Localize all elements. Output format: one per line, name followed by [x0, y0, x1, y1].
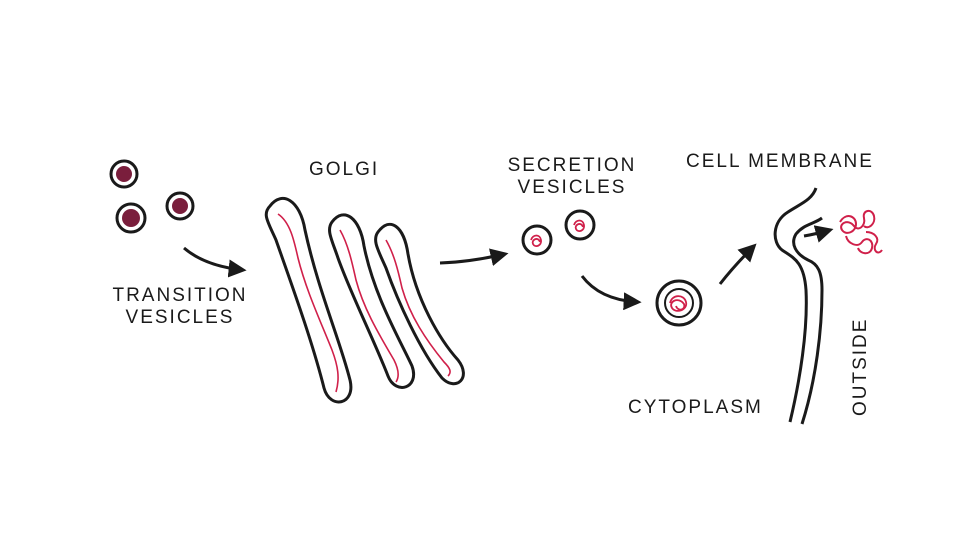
- secretion-label-line2: VESICLES: [517, 177, 627, 198]
- arrow-release: [803, 225, 834, 243]
- released-protein: [839, 210, 883, 255]
- secretion-label-line1: SECRETION: [507, 155, 637, 176]
- arrow-to-mature-vesicle: [580, 275, 642, 311]
- transition-label-line1: TRANSITION: [112, 285, 248, 306]
- golgi-cisterna: [374, 222, 465, 386]
- cell-membrane: [773, 187, 824, 425]
- transition-vesicle: [109, 159, 139, 189]
- secretion-vesicles-label: SECRETION VESICLES: [492, 155, 652, 199]
- transition-vesicle: [165, 191, 195, 221]
- arrow-to-golgi: [183, 246, 247, 278]
- transition-vesicle: [115, 202, 147, 234]
- secretion-vesicle: [521, 224, 553, 256]
- outside-label: OUTSIDE: [850, 317, 871, 416]
- golgi-cisterna: [264, 196, 353, 404]
- transition-vesicles-label: TRANSITION VESICLES: [100, 285, 260, 329]
- transition-label-line2: VESICLES: [125, 307, 235, 328]
- mature-secretion-vesicle: [655, 279, 703, 327]
- golgi-cisterna: [328, 213, 416, 389]
- arrow-to-secretion-vesicles: [439, 248, 509, 266]
- secretion-vesicle: [564, 209, 596, 241]
- cell-membrane-label: CELL MEMBRANE: [686, 151, 874, 172]
- cytoplasm-label: CYTOPLASM: [628, 397, 763, 418]
- arrow-to-membrane: [718, 243, 757, 285]
- golgi-label: GOLGI: [309, 159, 380, 180]
